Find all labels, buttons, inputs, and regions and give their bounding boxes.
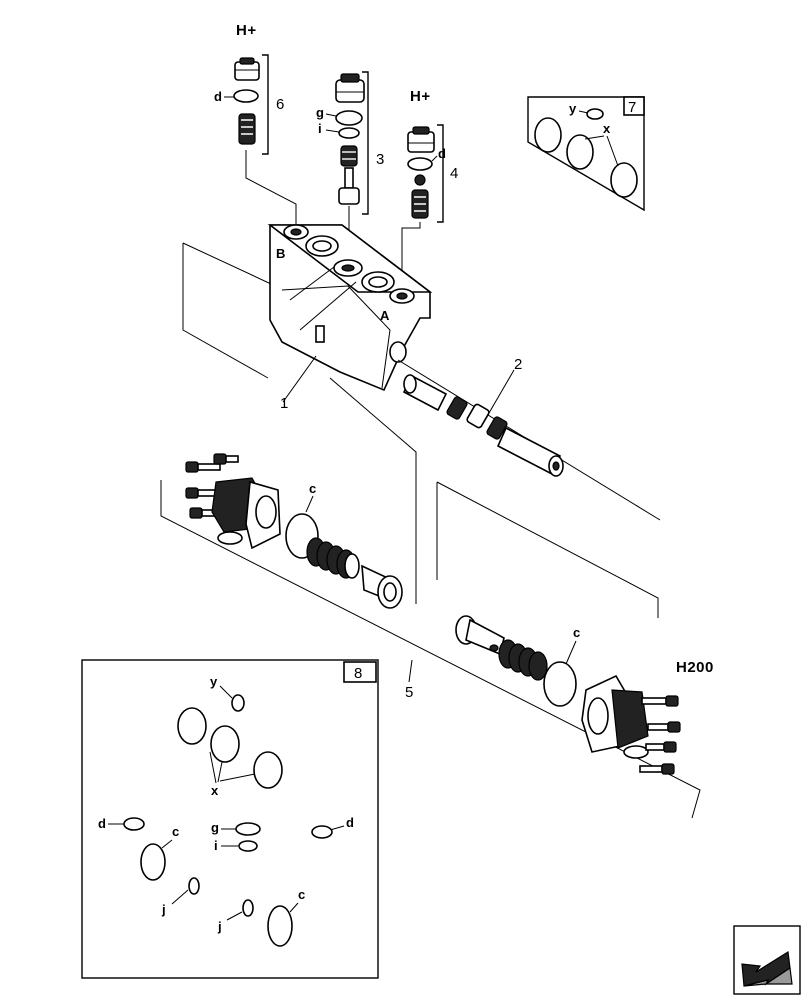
bolt-icon (213, 453, 239, 465)
bolt-icon (185, 487, 219, 499)
bolt-icon (641, 695, 679, 707)
arrow-left-icon[interactable] (733, 925, 801, 995)
o-ring-g (335, 110, 363, 126)
poppet-icon (238, 113, 256, 145)
letter-y-8: y (210, 674, 218, 689)
spring-seat-left (361, 564, 403, 609)
spring-icon (340, 145, 358, 167)
callout-2: 2 (514, 356, 522, 373)
letter-y-7: y (569, 101, 577, 116)
spring-right-icon (498, 639, 548, 681)
letter-j-8-a: j (161, 902, 166, 917)
bolt-icon (645, 741, 677, 753)
bolt-icon (189, 507, 219, 519)
letter-i-8: i (214, 838, 218, 853)
callout-1: 1 (280, 395, 288, 412)
o-ring-i (338, 127, 360, 139)
relief-cartridge-6: H+ 6 d (214, 22, 297, 228)
poppet-icon (411, 189, 429, 219)
end-cap-left (185, 453, 281, 550)
bolt-icon (639, 763, 675, 775)
letter-x-8: x (211, 783, 219, 798)
port-a-mark: A (380, 308, 390, 323)
bolt-icon (647, 721, 681, 733)
valve-body-1: A B 1 (182, 224, 433, 598)
letter-g: g (316, 105, 324, 120)
letter-d-4: d (438, 146, 446, 161)
letter-c-8-a: c (172, 824, 179, 839)
cartridge-3: 3 g i (316, 71, 384, 262)
callout-4: 4 (450, 165, 458, 182)
letter-i-3: i (318, 121, 322, 136)
letter-d-8-left: d (98, 816, 106, 831)
plug-icon (407, 126, 435, 153)
end-cap-right (581, 674, 681, 775)
plug-icon (234, 57, 260, 81)
callout-5: 5 (405, 684, 413, 701)
port-b-mark: B (276, 246, 285, 261)
callout-6: 6 (276, 96, 284, 113)
spool-2: 2 (397, 356, 661, 521)
detail-box-7: 7 y x (527, 96, 645, 212)
letter-j-8-b: j (217, 919, 222, 934)
callout-8: 8 (354, 665, 362, 682)
h-plus-code-left: H+ (236, 22, 257, 39)
spring-left-icon (306, 537, 360, 579)
o-ring-d (233, 89, 259, 103)
h200-code: H200 (676, 659, 714, 676)
o-ring-c-right (543, 661, 577, 707)
callout-3: 3 (376, 151, 384, 168)
spring-seat-right (455, 615, 505, 656)
plug-icon (335, 73, 365, 103)
letter-x-7: x (603, 121, 611, 136)
letter-d-6: d (214, 89, 222, 104)
spring-assembly-5: c c (160, 453, 714, 819)
cartridge-4: H+ 4 d (401, 88, 458, 292)
letter-c-left: c (309, 481, 316, 496)
letter-d-8-right: d (346, 815, 354, 830)
letter-c-right: c (573, 625, 580, 640)
letter-c-8-b: c (298, 887, 305, 902)
callout-7: 7 (628, 99, 636, 116)
bolt-icon (185, 461, 221, 473)
h-plus-code-right: H+ (410, 88, 431, 105)
letter-g-8: g (211, 820, 219, 835)
o-ring-d (407, 157, 433, 171)
detail-box-8: 8 y x d c g i d j j c (81, 659, 379, 979)
